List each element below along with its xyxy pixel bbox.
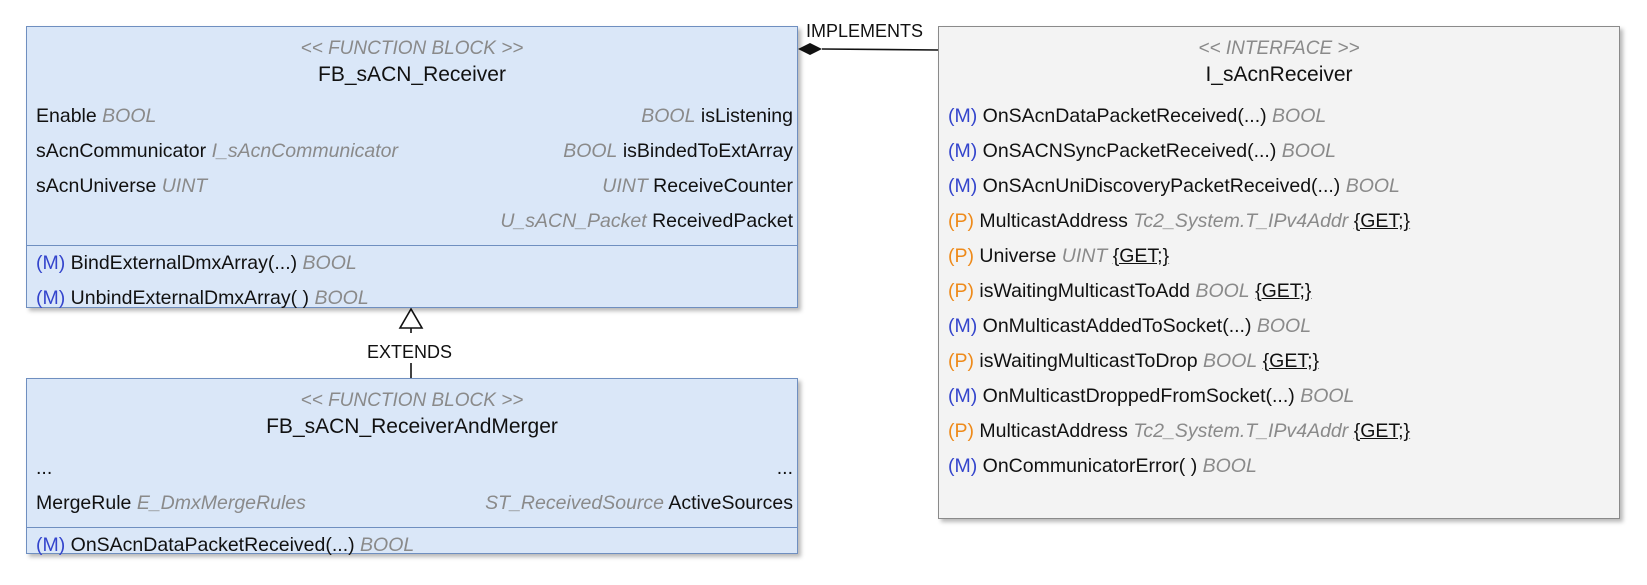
extends-label: EXTENDS: [367, 342, 453, 362]
extends-triangle: [398, 307, 424, 329]
output-var: UINT ReceiveCounter: [602, 175, 793, 197]
output-var: U_sACN_Packet ReceivedPacket: [500, 210, 793, 232]
output-var: BOOL isListening: [641, 105, 793, 127]
merger-var-row: ... ...: [36, 457, 793, 479]
interface-property-row[interactable]: (P) MulticastAddress Tc2_System.T_IPv4Ad…: [948, 210, 1411, 232]
method-row[interactable]: (M) UnbindExternalDmxArray( ) BOOL: [36, 287, 369, 309]
receiver-var-row: sAcnUniverse UINT UINT ReceiveCounter: [36, 169, 793, 204]
interface-method-row[interactable]: (M) OnCommunicatorError( ) BOOL: [948, 455, 1257, 477]
input-var: sAcnUniverse UINT: [36, 175, 208, 197]
interface-property-row[interactable]: (P) MulticastAddress Tc2_System.T_IPv4Ad…: [948, 420, 1411, 442]
interface-name: I_sAcnReceiver: [1205, 63, 1353, 86]
merger-block[interactable]: << FUNCTION BLOCK >> FB_sACN_ReceiverAnd…: [26, 378, 798, 556]
receiver-variables: Enable BOOL BOOL isListening sAcnCommuni…: [27, 99, 797, 245]
receiver-divider: [27, 245, 797, 246]
merger-divider: [27, 527, 797, 528]
receiver-var-row: Enable BOOL BOOL isListening: [36, 99, 793, 134]
receiver-var-row: U_sACN_Packet ReceivedPacket: [36, 204, 793, 239]
merger-stereotype: << FUNCTION BLOCK >>: [300, 390, 524, 411]
interface-members: (M) OnSAcnDataPacketReceived(...) BOOL (M…: [939, 99, 1619, 484]
implements-line: [821, 48, 939, 51]
input-var: Enable BOOL: [36, 105, 157, 127]
interface-property-row[interactable]: (P) isWaitingMulticastToAdd BOOL {GET;}: [948, 280, 1312, 302]
method-row[interactable]: (M) OnSAcnDataPacketReceived(...) BOOL: [36, 534, 415, 556]
interface-property-row[interactable]: (P) isWaitingMulticastToDrop BOOL {GET;}: [948, 350, 1320, 372]
merger-variables: ... ... MergeRule E_DmxMergeRules ST_Rec…: [27, 451, 797, 527]
implements-label: IMPLEMENTS: [806, 21, 924, 41]
interface-block[interactable]: << INTERFACE >> I_sAcnReceiver (M) OnSAc…: [938, 26, 1620, 519]
interface-method-row[interactable]: (M) OnSACNSyncPacketReceived(...) BOOL: [948, 140, 1336, 162]
receiver-block[interactable]: << FUNCTION BLOCK >> FB_sACN_Receiver En…: [26, 26, 798, 309]
interface-property-row[interactable]: (P) Universe UINT {GET;}: [948, 245, 1170, 267]
receiver-var-row: sAcnCommunicator I_sAcnCommunicator BOOL…: [36, 134, 793, 169]
receiver-name: FB_sACN_Receiver: [318, 63, 506, 86]
merger-methods: (M) OnSAcnDataPacketReceived(...) BOOL: [27, 528, 797, 563]
merger-var-row: MergeRule E_DmxMergeRules ST_ReceivedSou…: [36, 492, 793, 514]
merger-name: FB_sACN_ReceiverAndMerger: [266, 415, 558, 438]
implements-diamond: [798, 43, 822, 55]
receiver-methods: (M) BindExternalDmxArray(...) BOOL (M) U…: [27, 246, 797, 316]
interface-method-row[interactable]: (M) OnSAcnDataPacketReceived(...) BOOL: [948, 105, 1327, 127]
interface-header: << INTERFACE >> I_sAcnReceiver: [939, 27, 1619, 99]
receiver-stereotype: << FUNCTION BLOCK >>: [300, 38, 524, 59]
interface-method-row[interactable]: (M) OnMulticastAddedToSocket(...) BOOL: [948, 315, 1312, 337]
interface-stereotype: << INTERFACE >>: [1198, 38, 1360, 59]
output-var: BOOL isBindedToExtArray: [563, 140, 793, 162]
interface-method-row[interactable]: (M) OnMulticastDroppedFromSocket(...) BO…: [948, 385, 1355, 407]
method-row[interactable]: (M) BindExternalDmxArray(...) BOOL: [36, 252, 357, 274]
interface-method-row[interactable]: (M) OnSAcnUniDiscoveryPacketReceived(...…: [948, 175, 1400, 197]
receiver-header: << FUNCTION BLOCK >> FB_sACN_Receiver: [27, 27, 797, 99]
input-var: sAcnCommunicator I_sAcnCommunicator: [36, 140, 398, 162]
merger-header: << FUNCTION BLOCK >> FB_sACN_ReceiverAnd…: [27, 379, 797, 451]
